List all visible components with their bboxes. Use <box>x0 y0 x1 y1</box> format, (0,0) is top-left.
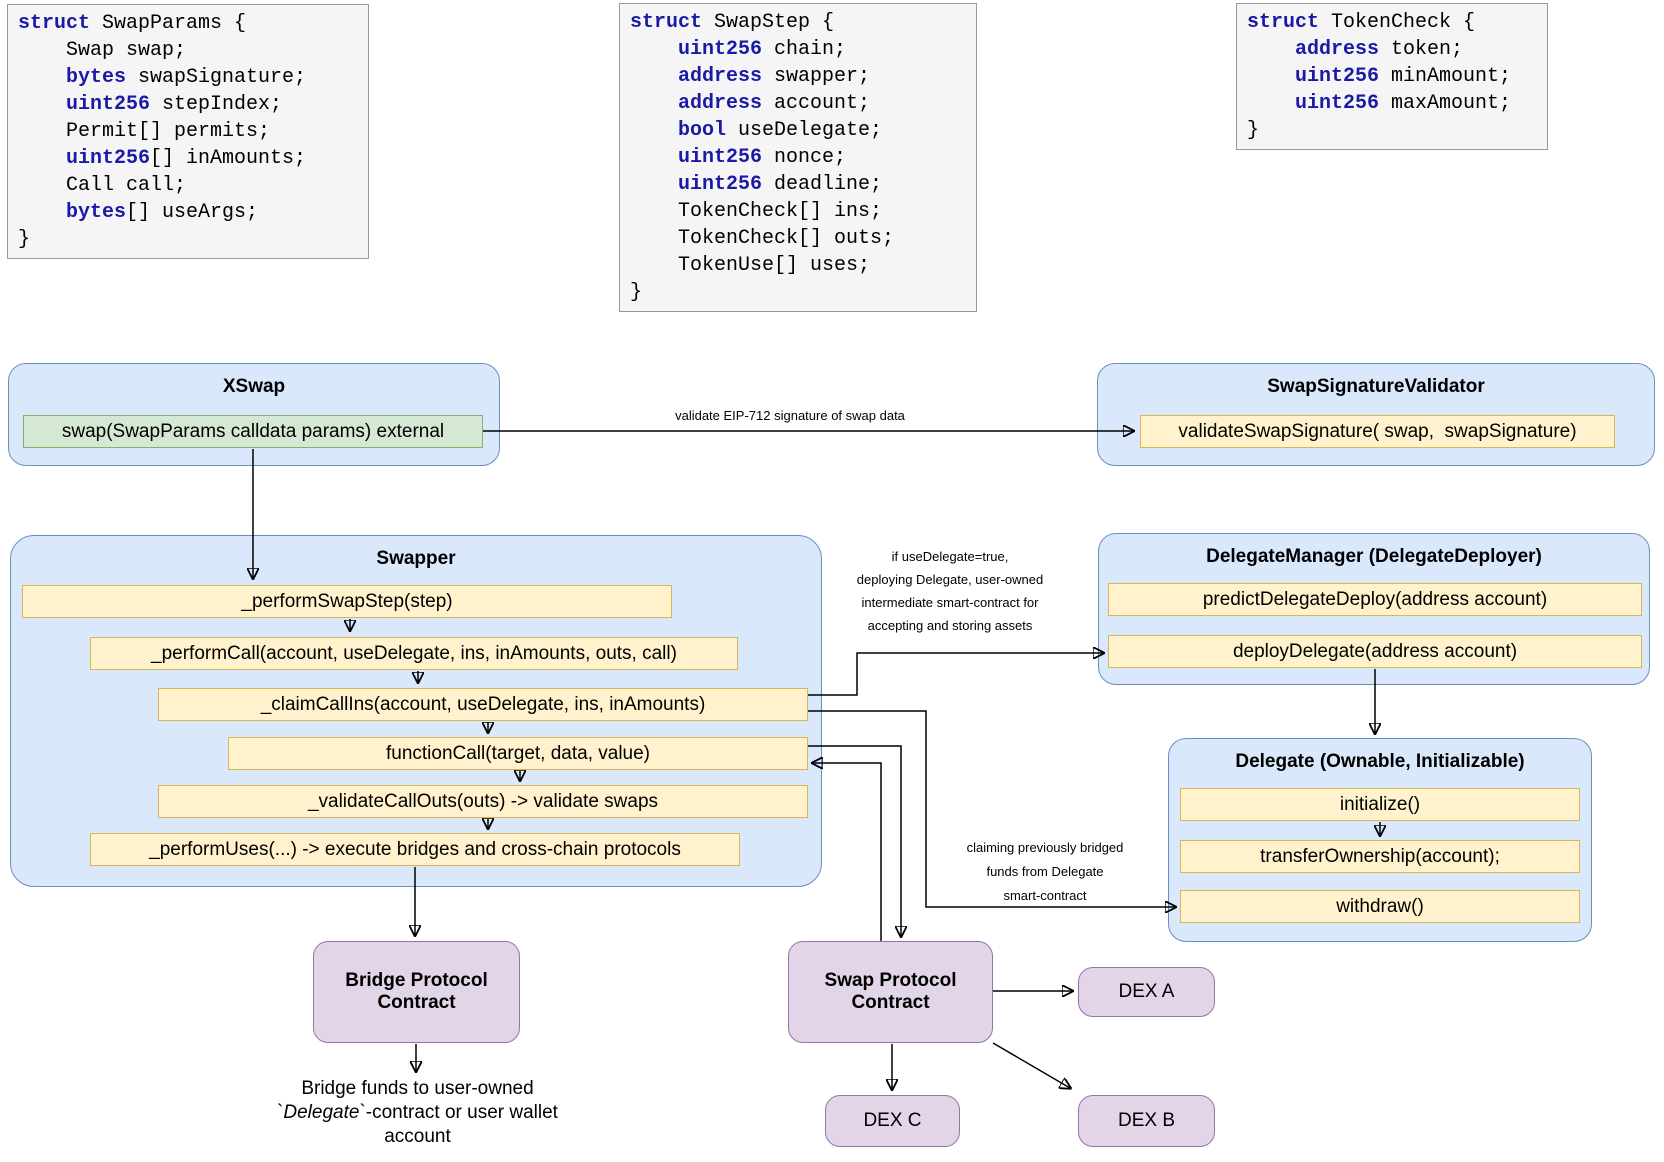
use-delegate-arrow-label-line2: deploying Delegate, user-owned <box>856 572 1044 587</box>
validate-swap-signature-method-label: validateSwapSignature( swap, swapSignatu… <box>1178 420 1577 442</box>
deploy-delegate-label: deployDelegate(address account) <box>1232 640 1518 662</box>
withdraw-method: withdraw() <box>1180 890 1580 923</box>
function-call-method: functionCall(target, data, value) <box>228 737 808 770</box>
perform-uses-method: _performUses(...) -> execute bridges and… <box>90 833 740 866</box>
delegate-manager-title: DelegateManager (DelegateDeployer) <box>1206 546 1542 567</box>
code-block-tokencheck: struct TokenCheck { address token; uint2… <box>1236 3 1548 150</box>
xswap-title: XSwap <box>222 376 286 397</box>
claiming-funds-arrow-label-line3: smart-contract <box>1003 888 1087 903</box>
function-call-label: functionCall(target, data, value) <box>385 742 651 764</box>
bridge-protocol-contract-node: Bridge Protocol Contract <box>313 941 520 1043</box>
validate-signature-arrow-label: validate EIP-712 signature of swap data <box>675 408 905 423</box>
xswap-swap-method-label: swap(SwapParams calldata params) externa… <box>61 420 445 442</box>
delegate-title: Delegate (Ownable, Initializable) <box>1235 751 1525 772</box>
use-delegate-arrow-label-line1: if useDelegate=true, <box>891 549 1009 564</box>
dex-a-node: DEX A <box>1078 967 1215 1017</box>
claiming-funds-arrow-label-line1: claiming previously bridged <box>966 840 1124 855</box>
transfer-ownership-label: transferOwnership(account); <box>1260 845 1500 867</box>
perform-call-label: _performCall(account, useDelegate, ins, … <box>151 642 677 664</box>
perform-swap-step-label: _performSwapStep(step) <box>241 590 453 612</box>
claim-call-ins-method: _claimCallIns(account, useDelegate, ins,… <box>158 688 808 721</box>
swapper-title: Swapper <box>376 548 456 569</box>
dex-b-node: DEX B <box>1078 1095 1215 1147</box>
bridge-funds-note-line1: Bridge funds to user-owned <box>301 1078 534 1099</box>
deploy-delegate-method: deployDelegate(address account) <box>1108 635 1642 668</box>
validate-call-outs-method: _validateCallOuts(outs) -> validate swap… <box>158 785 808 818</box>
bridge-funds-note-line3: account <box>384 1126 451 1147</box>
perform-swap-step-method: _performSwapStep(step) <box>22 585 672 618</box>
bridge-protocol-contract-label: Bridge Protocol Contract <box>345 970 488 1013</box>
claim-call-ins-label: _claimCallIns(account, useDelegate, ins,… <box>260 693 706 715</box>
bridge-funds-note-line2: `Delegate`-contract or user wallet <box>277 1102 558 1123</box>
predict-delegate-deploy-method: predictDelegateDeploy(address account) <box>1108 583 1642 616</box>
swap-signature-validator-title: SwapSignatureValidator <box>1267 376 1485 397</box>
arrow-claimcallins-to-deploydelegate <box>808 653 1103 696</box>
use-delegate-arrow-label: if useDelegate=true, deploying Delegate,… <box>840 545 1060 637</box>
claiming-funds-arrow-label-line2: funds from Delegate <box>986 864 1104 879</box>
bridge-funds-note: Bridge funds to user-owned `Delegate`-co… <box>240 1077 595 1149</box>
use-delegate-arrow-label-line4: accepting and storing assets <box>867 618 1033 633</box>
withdraw-label: withdraw() <box>1336 895 1424 917</box>
perform-call-method: _performCall(account, useDelegate, ins, … <box>90 637 738 670</box>
swap-protocol-contract-node: Swap Protocol Contract <box>788 941 993 1043</box>
code-block-swapstep: struct SwapStep { uint256 chain; address… <box>619 3 977 312</box>
arrow-swap-protocol-to-dex-b <box>992 1042 1070 1088</box>
use-delegate-arrow-label-line3: intermediate smart-contract for <box>861 595 1039 610</box>
dex-a-label: DEX A <box>1118 981 1175 1002</box>
arrow-swap-protocol-to-functioncall <box>813 763 882 941</box>
initialize-label: initialize() <box>1339 793 1421 815</box>
predict-delegate-deploy-label: predictDelegateDeploy(address account) <box>1202 588 1548 610</box>
perform-uses-label: _performUses(...) -> execute bridges and… <box>149 838 681 860</box>
xswap-swap-method: swap(SwapParams calldata params) externa… <box>23 415 483 448</box>
code-block-swapparams: struct SwapParams { Swap swap; bytes swa… <box>7 4 369 259</box>
claiming-funds-arrow-label: claiming previously bridged funds from D… <box>935 836 1155 908</box>
xswap-container: XSwap <box>8 363 500 466</box>
initialize-method: initialize() <box>1180 788 1580 821</box>
transfer-ownership-method: transferOwnership(account); <box>1180 840 1580 873</box>
validate-call-outs-label: _validateCallOuts(outs) -> validate swap… <box>307 790 659 812</box>
dex-c-node: DEX C <box>825 1095 960 1147</box>
validate-swap-signature-method: validateSwapSignature( swap, swapSignatu… <box>1140 415 1615 448</box>
dex-b-label: DEX B <box>1117 1110 1176 1131</box>
swap-signature-validator-container: SwapSignatureValidator <box>1097 363 1655 466</box>
dex-c-label: DEX C <box>863 1110 922 1131</box>
swap-protocol-contract-label: Swap Protocol Contract <box>824 970 957 1013</box>
